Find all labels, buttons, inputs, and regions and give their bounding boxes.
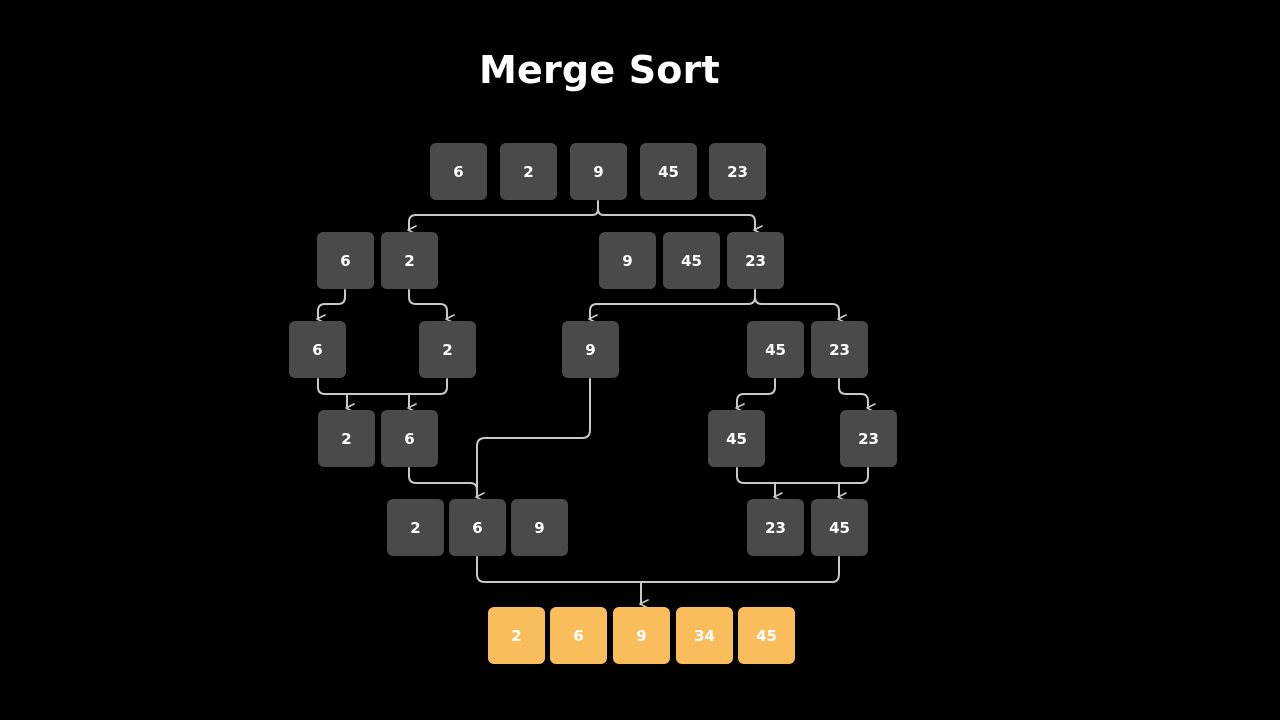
arrow-26-to-merge <box>408 467 478 491</box>
arrow-6-split <box>316 289 346 324</box>
array-cell: 45 <box>811 499 868 556</box>
array-cell: 23 <box>747 499 804 556</box>
array-cell: 23 <box>727 232 784 289</box>
array-cell: 2 <box>419 321 476 378</box>
arrow-right-to-45-23 <box>754 296 847 324</box>
arrow-23-split <box>838 378 876 413</box>
arrow-merge-6-2-left <box>317 378 448 395</box>
arrow-45-split <box>735 378 776 413</box>
array-cell: 6 <box>449 499 506 556</box>
array-cell: 23 <box>840 410 897 467</box>
array-cell: 9 <box>511 499 568 556</box>
arrow-root-to-left <box>407 200 599 235</box>
array-cell: 2 <box>387 499 444 556</box>
array-cell: 45 <box>747 321 804 378</box>
array-cell: 23 <box>709 143 766 200</box>
arrow-2-split <box>408 289 455 324</box>
array-cell: 45 <box>663 232 720 289</box>
array-cell: 2 <box>381 232 438 289</box>
sorted-result-cell: 45 <box>738 607 795 664</box>
array-cell: 9 <box>570 143 627 200</box>
array-cell: 6 <box>381 410 438 467</box>
sorted-result-cell: 9 <box>613 607 670 664</box>
array-cell: 6 <box>289 321 346 378</box>
array-cell: 23 <box>811 321 868 378</box>
array-cell: 2 <box>318 410 375 467</box>
array-cell: 6 <box>317 232 374 289</box>
sorted-result-cell: 6 <box>550 607 607 664</box>
array-cell: 2 <box>500 143 557 200</box>
array-cell: 9 <box>599 232 656 289</box>
arrow-root-to-right <box>597 208 763 235</box>
array-cell: 45 <box>640 143 697 200</box>
page-title: Merge Sort <box>479 48 720 92</box>
arrow-merge-45-23 <box>736 467 869 484</box>
arrow-final-merge <box>476 556 840 583</box>
sorted-result-cell: 34 <box>676 607 733 664</box>
arrow-9-to-merge <box>475 378 591 502</box>
sorted-result-cell: 2 <box>488 607 545 664</box>
array-cell: 6 <box>430 143 487 200</box>
array-cell: 9 <box>562 321 619 378</box>
array-cell: 45 <box>708 410 765 467</box>
arrow-right-to-9 <box>588 289 756 324</box>
